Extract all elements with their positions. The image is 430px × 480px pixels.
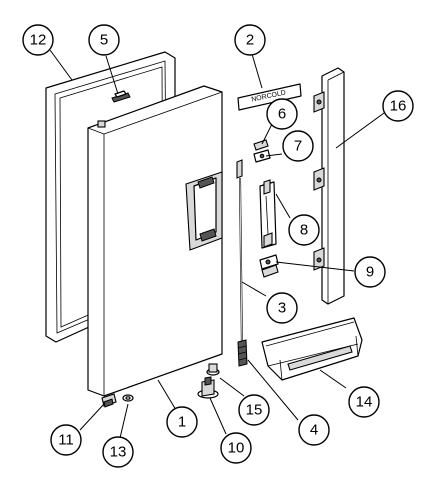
svg-text:9: 9 [366,264,374,281]
callout-16: 16 [382,90,414,122]
svg-text:7: 7 [294,138,302,155]
callout-14: 14 [348,386,380,418]
svg-text:2: 2 [246,32,254,49]
latch-bracket [259,179,277,249]
svg-text:5: 5 [100,32,108,49]
callout-8: 8 [288,214,320,246]
callout-4: 4 [298,414,330,446]
callout-3: 3 [266,292,298,324]
door-bin [261,317,363,381]
hinge-bar [313,67,345,305]
latch-strike [111,90,131,103]
callouts: 12 5 2 16 6 7 8 9 [22,24,414,468]
bottom-hinge [197,376,219,399]
hinge-pin [206,363,220,376]
callout-10: 10 [220,432,252,464]
callout-1: 1 [166,406,198,438]
callout-12: 12 [22,24,54,56]
washer [122,394,134,402]
svg-text:14: 14 [356,394,373,411]
svg-text:11: 11 [58,432,74,449]
svg-text:4: 4 [310,422,318,439]
svg-text:3: 3 [278,300,286,317]
callout-15: 15 [238,394,270,426]
svg-text:10: 10 [228,440,245,457]
latch-catch [259,254,279,278]
callout-7: 7 [282,130,314,162]
callout-13: 13 [102,436,134,468]
door-rod [236,159,243,351]
svg-text:6: 6 [278,106,286,123]
spring [237,339,248,367]
callout-2: 2 [234,24,266,56]
small-bracket [101,393,117,408]
callout-9: 9 [354,256,386,288]
svg-text:8: 8 [300,222,308,239]
door-panel [87,85,223,397]
svg-text:12: 12 [30,32,47,49]
svg-text:1: 1 [178,414,186,431]
callout-6: 6 [266,98,298,130]
svg-text:16: 16 [390,98,407,115]
svg-text:15: 15 [246,402,263,419]
svg-text:13: 13 [110,444,127,461]
clip-part-7 [253,149,271,163]
callout-5: 5 [88,24,120,56]
leader-lines [49,49,385,439]
clip-part-6 [253,139,269,151]
callout-11: 11 [50,424,82,456]
